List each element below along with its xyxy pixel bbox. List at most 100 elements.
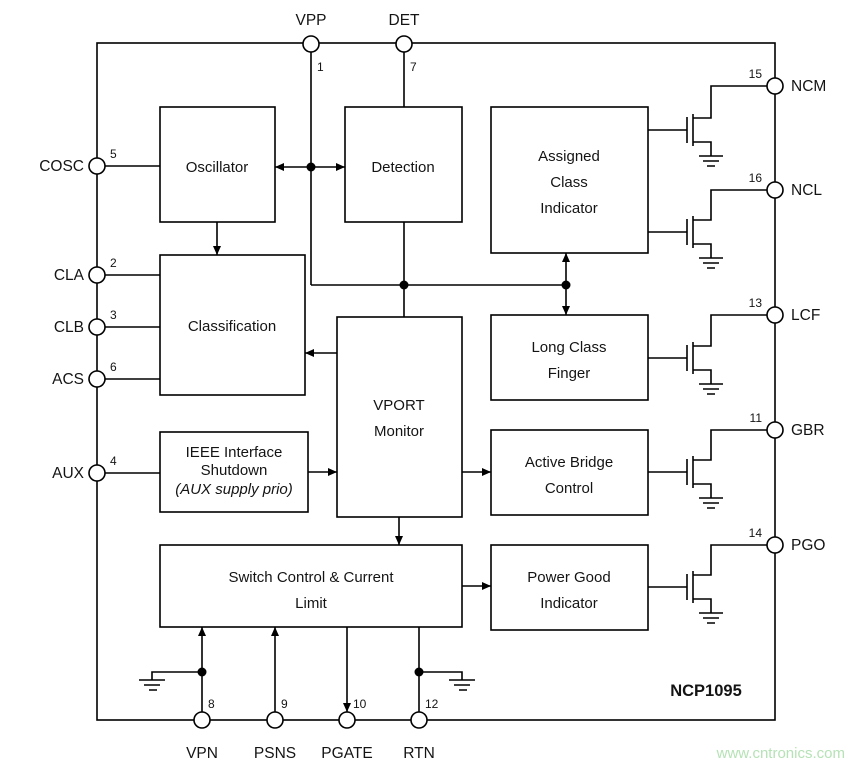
pin-ncl: NCL 16 [749, 171, 823, 199]
block-active-bridge-control: Active Bridge Control [490, 429, 649, 516]
pin-cla-pad [88, 266, 106, 284]
pin-cla-number: 2 [110, 256, 117, 270]
mosfet-source-lead [693, 141, 712, 156]
ground-stem [419, 671, 463, 680]
block-switch-box [159, 544, 463, 628]
pin-gbr-number: 11 [750, 411, 763, 425]
ground-symbol [699, 155, 723, 167]
pin-clb-pad [88, 318, 106, 336]
block-detection: Detection [344, 106, 463, 223]
ground-symbol [699, 497, 723, 509]
block-pgi-box [490, 544, 649, 631]
ground-symbol [699, 612, 723, 624]
pin-lcf: LCF 13 [749, 296, 821, 324]
block-abc-box [490, 429, 649, 516]
block-classification-label: Classification [188, 318, 276, 335]
block-vport-monitor: VPORT Monitor [336, 316, 463, 518]
block-pgi-line1: Power Good [527, 569, 610, 586]
mosfet-drain-lead [693, 85, 767, 119]
block-aci-box [490, 106, 649, 254]
block-oscillator-box [159, 106, 276, 223]
block-abc-line2: Control [545, 480, 593, 497]
pin-vpp: VPP 1 [295, 12, 326, 74]
pin-ncl-label: NCL [791, 182, 822, 199]
block-aci-line2: Class [550, 174, 588, 191]
pin-psns-number: 9 [281, 697, 288, 711]
mosfet-lcf [648, 314, 767, 395]
block-classification-box [159, 254, 306, 396]
junction-dot-rail-detvport [399, 280, 409, 290]
mosfet-ncl [648, 189, 767, 269]
pin-lcf-label: LCF [791, 307, 820, 324]
block-long-class-finger: Long Class Finger [490, 314, 649, 401]
block-switch-control-current-limit: Switch Control & Current Limit [159, 544, 463, 628]
pin-rtn-number: 12 [425, 697, 439, 711]
mosfet-source-lead [693, 598, 712, 613]
pin-ncm-label: NCM [791, 78, 826, 95]
block-lcf-box [490, 314, 649, 401]
block-ieee-box [159, 431, 309, 513]
chip-name-label: NCP1095 [670, 682, 742, 700]
pin-vpn-number: 8 [208, 697, 215, 711]
pin-acs: ACS 6 [52, 360, 117, 388]
pin-pgo: PGO 14 [749, 526, 826, 554]
block-switch-line1: Switch Control & Current [228, 569, 394, 586]
pin-cosc-number: 5 [110, 147, 117, 161]
pin-vpp-pad [302, 35, 320, 53]
pin-vpn: VPN 8 [186, 697, 218, 762]
ground-stem [151, 671, 202, 680]
pin-clb: CLB 3 [54, 308, 117, 336]
pin-det-pad [395, 35, 413, 53]
pin-psns: PSNS 9 [254, 697, 296, 762]
pin-vpn-pad [193, 711, 211, 729]
ground-symbol [699, 383, 723, 395]
block-vport-box [336, 316, 463, 518]
mosfets [648, 85, 767, 624]
pin-aux-label: AUX [52, 465, 85, 482]
pin-pgate-number: 10 [353, 697, 367, 711]
junction-dot-rail-acilcf [561, 280, 571, 290]
pin-det-number: 7 [410, 60, 417, 74]
block-oscillator-label: Oscillator [186, 159, 249, 176]
pin-det: DET 7 [389, 12, 421, 74]
block-ieee-line3: (AUX supply prio) [175, 481, 293, 498]
mosfet-drain-lead [693, 544, 767, 576]
ground-symbol [699, 257, 723, 269]
block-ieee-line1: IEEE Interface [186, 444, 283, 461]
pin-psns-pad [266, 711, 284, 729]
block-assigned-class-indicator: Assigned Class Indicator [490, 106, 649, 254]
ground-bars [449, 679, 475, 691]
pin-clb-number: 3 [110, 308, 117, 322]
block-aci-line1: Assigned [538, 148, 600, 165]
pin-gbr-label: GBR [791, 422, 825, 439]
mosfet-gbr [648, 429, 767, 509]
pin-acs-number: 6 [110, 360, 117, 374]
block-ieee-interface-shutdown: IEEE Interface Shutdown (AUX supply prio… [159, 431, 309, 513]
pin-pgo-label: PGO [791, 537, 825, 554]
block-aci-line3: Indicator [540, 200, 598, 217]
ground-symbol-vpn [139, 671, 202, 691]
block-oscillator: Oscillator [159, 106, 276, 223]
pin-acs-label: ACS [52, 371, 84, 388]
pin-clb-label: CLB [54, 319, 84, 336]
pin-cosc-pad [88, 157, 106, 175]
pin-aux-pad [88, 464, 106, 482]
pin-rtn: RTN 12 [403, 697, 438, 762]
block-classification: Classification [159, 254, 306, 396]
pin-rtn-pad [410, 711, 428, 729]
pin-vpp-number: 1 [317, 60, 324, 74]
mosfet-source-lead [693, 483, 712, 498]
block-lcf-line1: Long Class [531, 339, 606, 356]
pin-ncl-number: 16 [749, 171, 763, 185]
mosfet-pgo [648, 544, 767, 624]
pin-psns-label: PSNS [254, 745, 296, 762]
block-vport-line1: VPORT [373, 397, 424, 414]
block-vport-line2: Monitor [374, 423, 424, 440]
pin-aux-number: 4 [110, 454, 117, 468]
pin-vpn-label: VPN [186, 745, 218, 762]
pin-ncm: NCM 15 [749, 67, 827, 95]
ground-bars [139, 679, 165, 691]
block-detection-box [344, 106, 463, 223]
